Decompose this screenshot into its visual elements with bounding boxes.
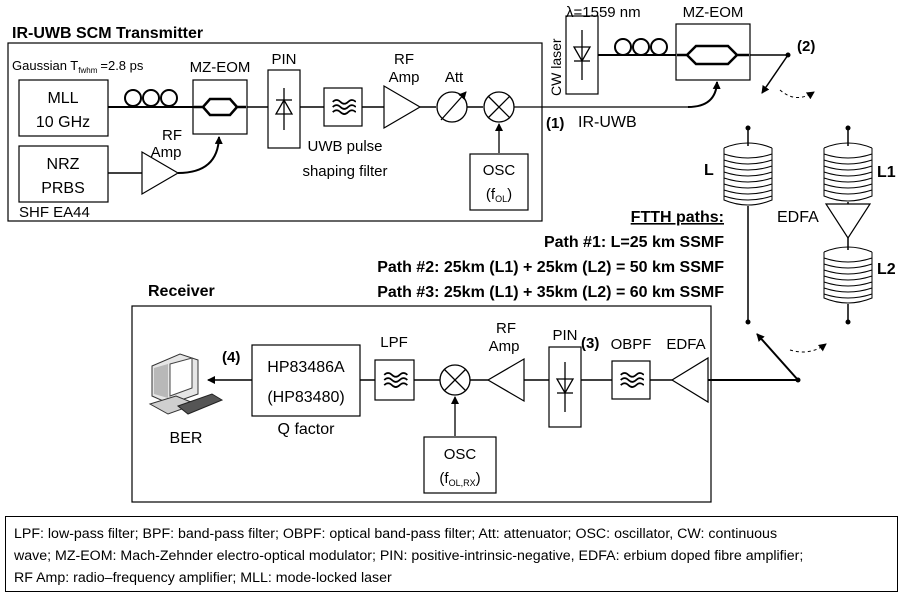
ir-uwb-label: IR-UWB <box>578 114 637 131</box>
marker-2: (2) <box>797 38 815 55</box>
opt-mzeom-symbol <box>677 44 749 66</box>
uwb-filter-label2: shaping filter <box>302 163 387 180</box>
tx-rfamp2-label2: Amp <box>389 69 420 86</box>
tx-mzeom-label: MZ-EOM <box>190 59 251 76</box>
opt-mzeom-label: MZ-EOM <box>683 4 744 21</box>
rx-pin-box <box>548 346 582 428</box>
switch-2-swing <box>779 89 815 100</box>
rx-edfa-label: EDFA <box>666 336 705 353</box>
obpf-icon <box>619 372 644 388</box>
prbs-label: PRBS <box>41 180 85 197</box>
tx-pin-diode-icon <box>274 88 294 130</box>
cw-laser-diode-icon <box>572 30 592 80</box>
rx-rfamp-label1: RF <box>496 320 516 337</box>
lpf-icon <box>383 372 408 388</box>
rx-rfamp-label2: Amp <box>489 338 520 355</box>
paths-title: FTTH paths: <box>631 209 724 226</box>
lpf-label: LPF <box>380 334 408 351</box>
fiber-spool-L2 <box>823 246 873 304</box>
tx-mzeom-symbol <box>194 97 246 117</box>
fiber-L-label: L <box>704 162 714 179</box>
lambda-label: λ=1559 nm <box>566 4 641 21</box>
nrz-prbs-box <box>18 145 109 203</box>
tx-pin-box <box>267 69 301 149</box>
rx-edfa-triangle <box>670 356 709 404</box>
rx-pin-label: PIN <box>552 327 577 344</box>
att-label: Att <box>445 69 464 86</box>
marker-3: (3) <box>581 335 599 352</box>
hp-label2: (HP83480) <box>267 389 344 406</box>
marker-1: (1) <box>546 115 564 132</box>
tx-rfamp1-triangle <box>141 150 180 196</box>
rx-rfamp-triangle <box>486 357 525 403</box>
transmitter-title: IR-UWB SCM Transmitter <box>12 25 203 42</box>
nrz-label: NRZ <box>47 156 80 173</box>
mll-freq: 10 GHz <box>36 114 90 131</box>
hp-label1: HP83486A <box>267 359 345 376</box>
fiber-coil-cw <box>614 38 668 56</box>
switch-rx-arm <box>756 333 799 381</box>
tx-rfamp1-label2: Amp <box>151 144 182 161</box>
tx-mixer-icon <box>483 91 515 123</box>
switch-2-arm <box>761 54 789 94</box>
edfa-mid-triangle <box>824 203 872 240</box>
rx-osc-label: OSC <box>444 446 477 463</box>
switch-rx-swing <box>789 343 827 353</box>
tx-pin-label: PIN <box>271 51 296 68</box>
path-2: Path #2: 25km (L1) + 25km (L2) = 50 km S… <box>377 259 724 276</box>
rx-osc-freq: (fOL,RX) <box>439 470 480 488</box>
edfa-mid-label: EDFA <box>777 209 819 226</box>
legend-line-3: RF Amp: radio–frequency amplifier; MLL: … <box>14 570 392 586</box>
tx-osc-freq: (fOL) <box>486 186 512 204</box>
receiver-title: Receiver <box>148 283 215 300</box>
gaussian-label: Gaussian Tfwhm=2.8 ps <box>12 58 144 75</box>
uwb-filter-icon <box>331 99 356 115</box>
fiber-spool-L1 <box>823 142 873 202</box>
obpf-label: OBPF <box>611 336 652 353</box>
tx-rfamp1-label1: RF <box>162 127 182 144</box>
tx-osc-label: OSC <box>483 162 516 179</box>
marker-4: (4) <box>222 349 240 366</box>
lpf-box <box>374 359 415 401</box>
q-factor-label: Q factor <box>278 421 336 438</box>
transmitter-box <box>7 42 543 222</box>
uwb-filter-box <box>323 87 363 127</box>
fiber-L2-label: L2 <box>877 261 896 278</box>
path-1: Path #1: L=25 km SSMF <box>544 234 724 251</box>
shf-label: SHF EA44 <box>19 204 90 221</box>
uwb-filter-label1: UWB pulse <box>307 138 382 155</box>
ber-label: BER <box>170 430 203 447</box>
legend-line-1: LPF: low-pass filter; BPF: band-pass fil… <box>14 526 778 542</box>
cw-laser-label: CW laser <box>548 38 564 96</box>
mll-label: MLL <box>47 90 78 107</box>
receiver-box <box>131 305 712 503</box>
tx-rfamp2-label1: RF <box>394 51 414 68</box>
path-3: Path #3: 25km (L1) + 35km (L2) = 60 km S… <box>377 284 724 301</box>
rx-mixer-icon <box>439 364 471 396</box>
fiber-coil-tx <box>124 89 178 107</box>
rx-pin-diode-icon <box>555 362 575 412</box>
abbreviation-legend: LPF: low-pass filter; BPF: band-pass fil… <box>5 516 898 592</box>
opt-mzeom-box <box>675 23 751 81</box>
fiber-L1-label: L1 <box>877 164 896 181</box>
computer-icon <box>148 353 224 415</box>
obpf-box <box>611 360 651 400</box>
rx-osc-box <box>423 436 497 494</box>
legend-line-2: wave; MZ-EOM: Mach-Zehnder electro-optic… <box>14 548 804 564</box>
tx-osc-box <box>469 153 529 211</box>
tx-rfamp2-triangle <box>383 84 422 130</box>
fiber-spool-L <box>723 142 773 206</box>
